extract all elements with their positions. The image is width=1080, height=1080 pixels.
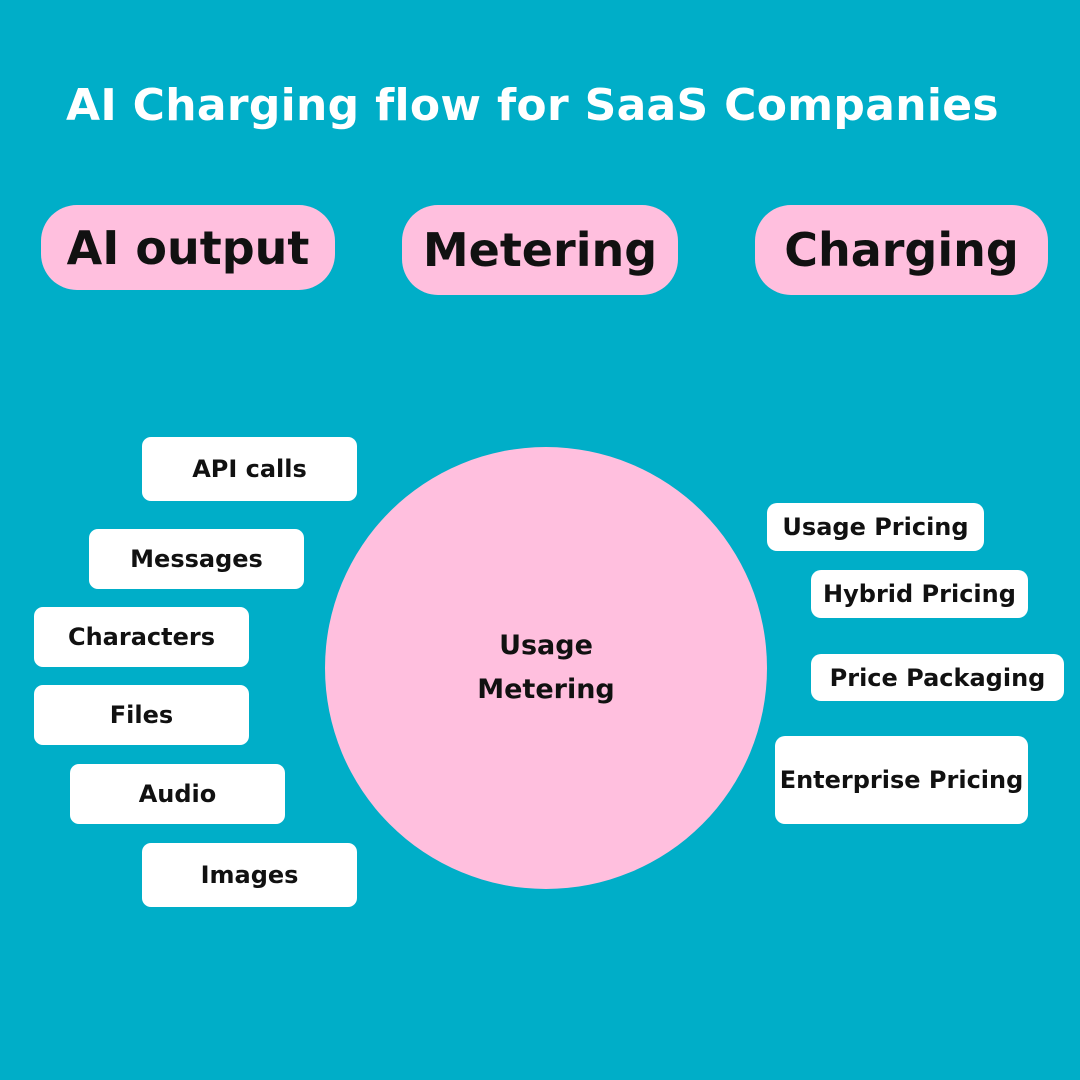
stage-metering: Metering: [402, 205, 678, 295]
stage-ai-output: AI output: [41, 205, 335, 290]
output-usage-pricing: Usage Pricing: [767, 503, 984, 551]
stage-charging: Charging: [755, 205, 1048, 295]
input-images: Images: [142, 843, 357, 907]
input-audio: Audio: [70, 764, 285, 824]
input-api-calls: API calls: [142, 437, 357, 501]
usage-metering-circle: Usage Metering: [325, 447, 767, 889]
diagram-title: AI Charging flow for SaaS Companies: [66, 80, 999, 131]
output-price-packaging: Price Packaging: [811, 654, 1064, 701]
input-files: Files: [34, 685, 249, 745]
usage-metering-label: Usage Metering: [477, 630, 615, 705]
output-enterprise-pricing: Enterprise Pricing: [775, 736, 1028, 824]
input-messages: Messages: [89, 529, 304, 589]
output-hybrid-pricing: Hybrid Pricing: [811, 570, 1028, 618]
input-characters: Characters: [34, 607, 249, 667]
